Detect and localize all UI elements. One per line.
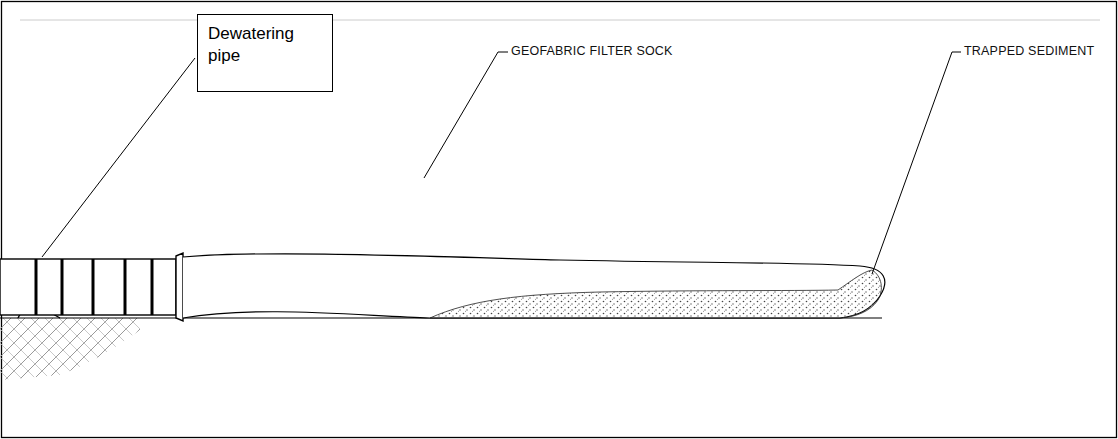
leader-line: [424, 52, 508, 178]
geofabric-filter-sock: [183, 254, 885, 318]
leader-line: [42, 58, 195, 257]
ground-hatch: [0, 318, 140, 380]
part-label: GEOFABRIC FILTER SOCK: [510, 44, 674, 58]
pipe-bands: [36, 259, 152, 315]
leader-line: [872, 52, 961, 274]
top-rule: [20, 20, 1100, 21]
callout-box: Dewatering pipe: [197, 14, 333, 92]
pipe-flange: [176, 253, 183, 321]
trapped-sediment: [430, 270, 881, 318]
part-label: TRAPPED SEDIMENT: [963, 44, 1095, 58]
box-label: Dewatering pipe: [208, 23, 322, 67]
dewatering-pipe: [0, 259, 176, 315]
